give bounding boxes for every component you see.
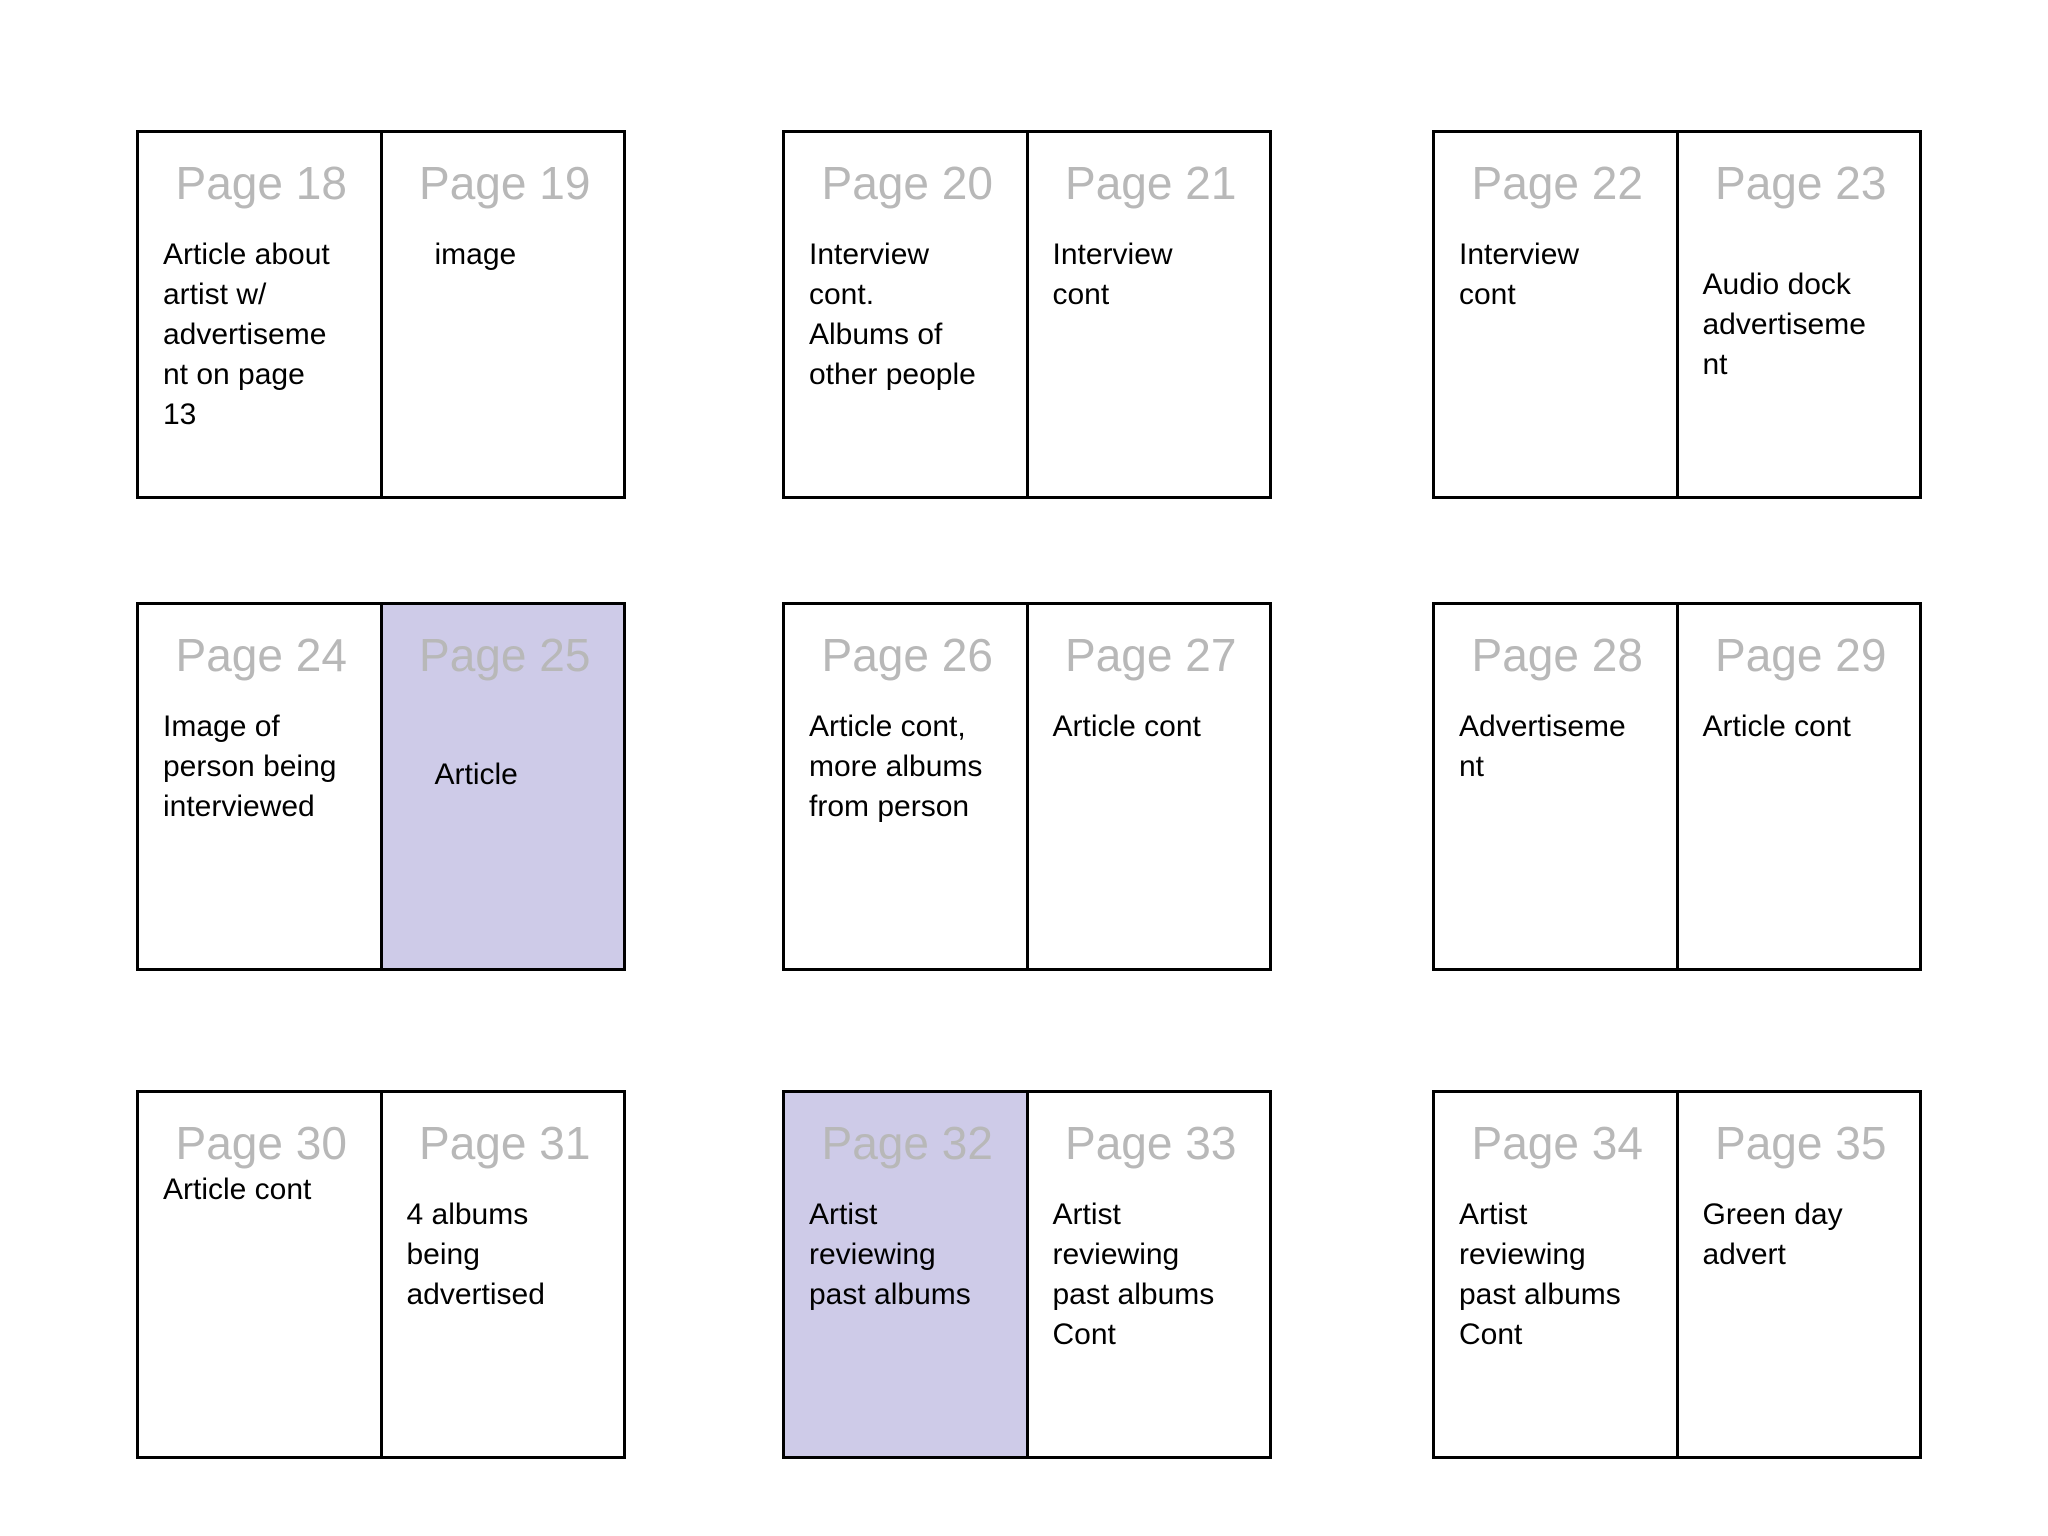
page-description: Interview cont [1459, 238, 1580, 311]
page-29: Page 29 Article cont [1675, 605, 1920, 968]
spread-18-19: Page 18 Article about artist w/ advertis… [136, 130, 626, 499]
page-27: Page 27 Article cont [1025, 605, 1270, 968]
page-number: Page 27 [1065, 629, 1237, 681]
page-33: Page 33 Artist reviewing past albums Con… [1025, 1093, 1270, 1456]
page-28: Page 28 Advertisement [1435, 605, 1676, 968]
spread-20-21: Page 20 Interview cont. Albums of other … [782, 130, 1272, 499]
page-number: Page 22 [1471, 157, 1643, 209]
page-number: Page 21 [1065, 157, 1237, 209]
page-35: Page 35 Green day advert [1675, 1093, 1920, 1456]
page-description: Article cont [1702, 710, 1851, 743]
page-description: Green day advert [1702, 1198, 1843, 1271]
page-description: Artist reviewing past albums [809, 1198, 971, 1311]
spread-34-35: Page 34 Artist reviewing past albums Con… [1432, 1090, 1922, 1459]
page-23: Page 23 Audio dock advertisement [1675, 133, 1920, 496]
page-description: Interview cont. Albums of other people [809, 238, 976, 391]
page-description: Image of person being interviewed [163, 710, 337, 823]
page-number: Page 29 [1715, 629, 1887, 681]
page-number: Page 34 [1471, 1117, 1643, 1169]
page-description: image [434, 238, 517, 271]
page-number: Page 20 [821, 157, 993, 209]
page-25-highlighted: Page 25 Article [379, 605, 623, 968]
page-description: Artist reviewing past albums Cont [1052, 1198, 1215, 1351]
page-description: Article cont, more albums from person [809, 710, 983, 823]
page-description: Article cont [163, 1173, 312, 1206]
spread-26-27: Page 26 Article cont, more albums from p… [782, 602, 1272, 971]
page-34: Page 34 Artist reviewing past albums Con… [1435, 1093, 1676, 1456]
page-number: Page 32 [821, 1117, 993, 1169]
page-30: Page 30 Article cont [139, 1093, 380, 1456]
spread-28-29: Page 28 Advertisement Page 29 Article co… [1432, 602, 1922, 971]
spread-32-33: Page 32 Artist reviewing past albums Pag… [782, 1090, 1272, 1459]
page-22: Page 22 Interview cont [1435, 133, 1676, 496]
page-number: Page 19 [419, 157, 591, 209]
page-number: Page 24 [175, 629, 347, 681]
page-18: Page 18 Article about artist w/ advertis… [139, 133, 380, 496]
spread-24-25: Page 24 Image of person being interviewe… [136, 602, 626, 971]
page-24: Page 24 Image of person being interviewe… [139, 605, 380, 968]
page-number: Page 26 [821, 629, 993, 681]
page-description: Audio dock advertisement [1702, 268, 1866, 381]
page-number: Page 33 [1065, 1117, 1237, 1169]
spread-22-23: Page 22 Interview cont Page 23 Audio doc… [1432, 130, 1922, 499]
page-number: Page 28 [1471, 629, 1643, 681]
page-31: Page 31 4 albums being advertised [379, 1093, 624, 1456]
page-description: Interview cont [1052, 238, 1173, 311]
spread-30-31: Page 30 Article cont Page 31 4 albums be… [136, 1090, 626, 1459]
page-26: Page 26 Article cont, more albums from p… [785, 605, 1026, 968]
page-32-highlighted: Page 32 Artist reviewing past albums [785, 1093, 1026, 1456]
page-number: Page 30 [175, 1117, 347, 1169]
page-number: Page 25 [419, 629, 591, 681]
page-number: Page 18 [175, 157, 347, 209]
page-19: Page 19 image [379, 133, 624, 496]
page-description: Article about artist w/ advertisement on… [163, 238, 330, 431]
page-description: Article [434, 758, 518, 791]
page-description: 4 albums being advertised [406, 1198, 545, 1311]
page-description: Artist reviewing past albums Cont [1459, 1198, 1621, 1351]
page-21: Page 21 Interview cont [1025, 133, 1270, 496]
page-20: Page 20 Interview cont. Albums of other … [785, 133, 1026, 496]
page-number: Page 31 [419, 1117, 591, 1169]
page-number: Page 35 [1715, 1117, 1887, 1169]
page-number: Page 23 [1715, 157, 1887, 209]
page-description: Advertisement [1459, 710, 1626, 783]
page-description: Article cont [1052, 710, 1201, 743]
